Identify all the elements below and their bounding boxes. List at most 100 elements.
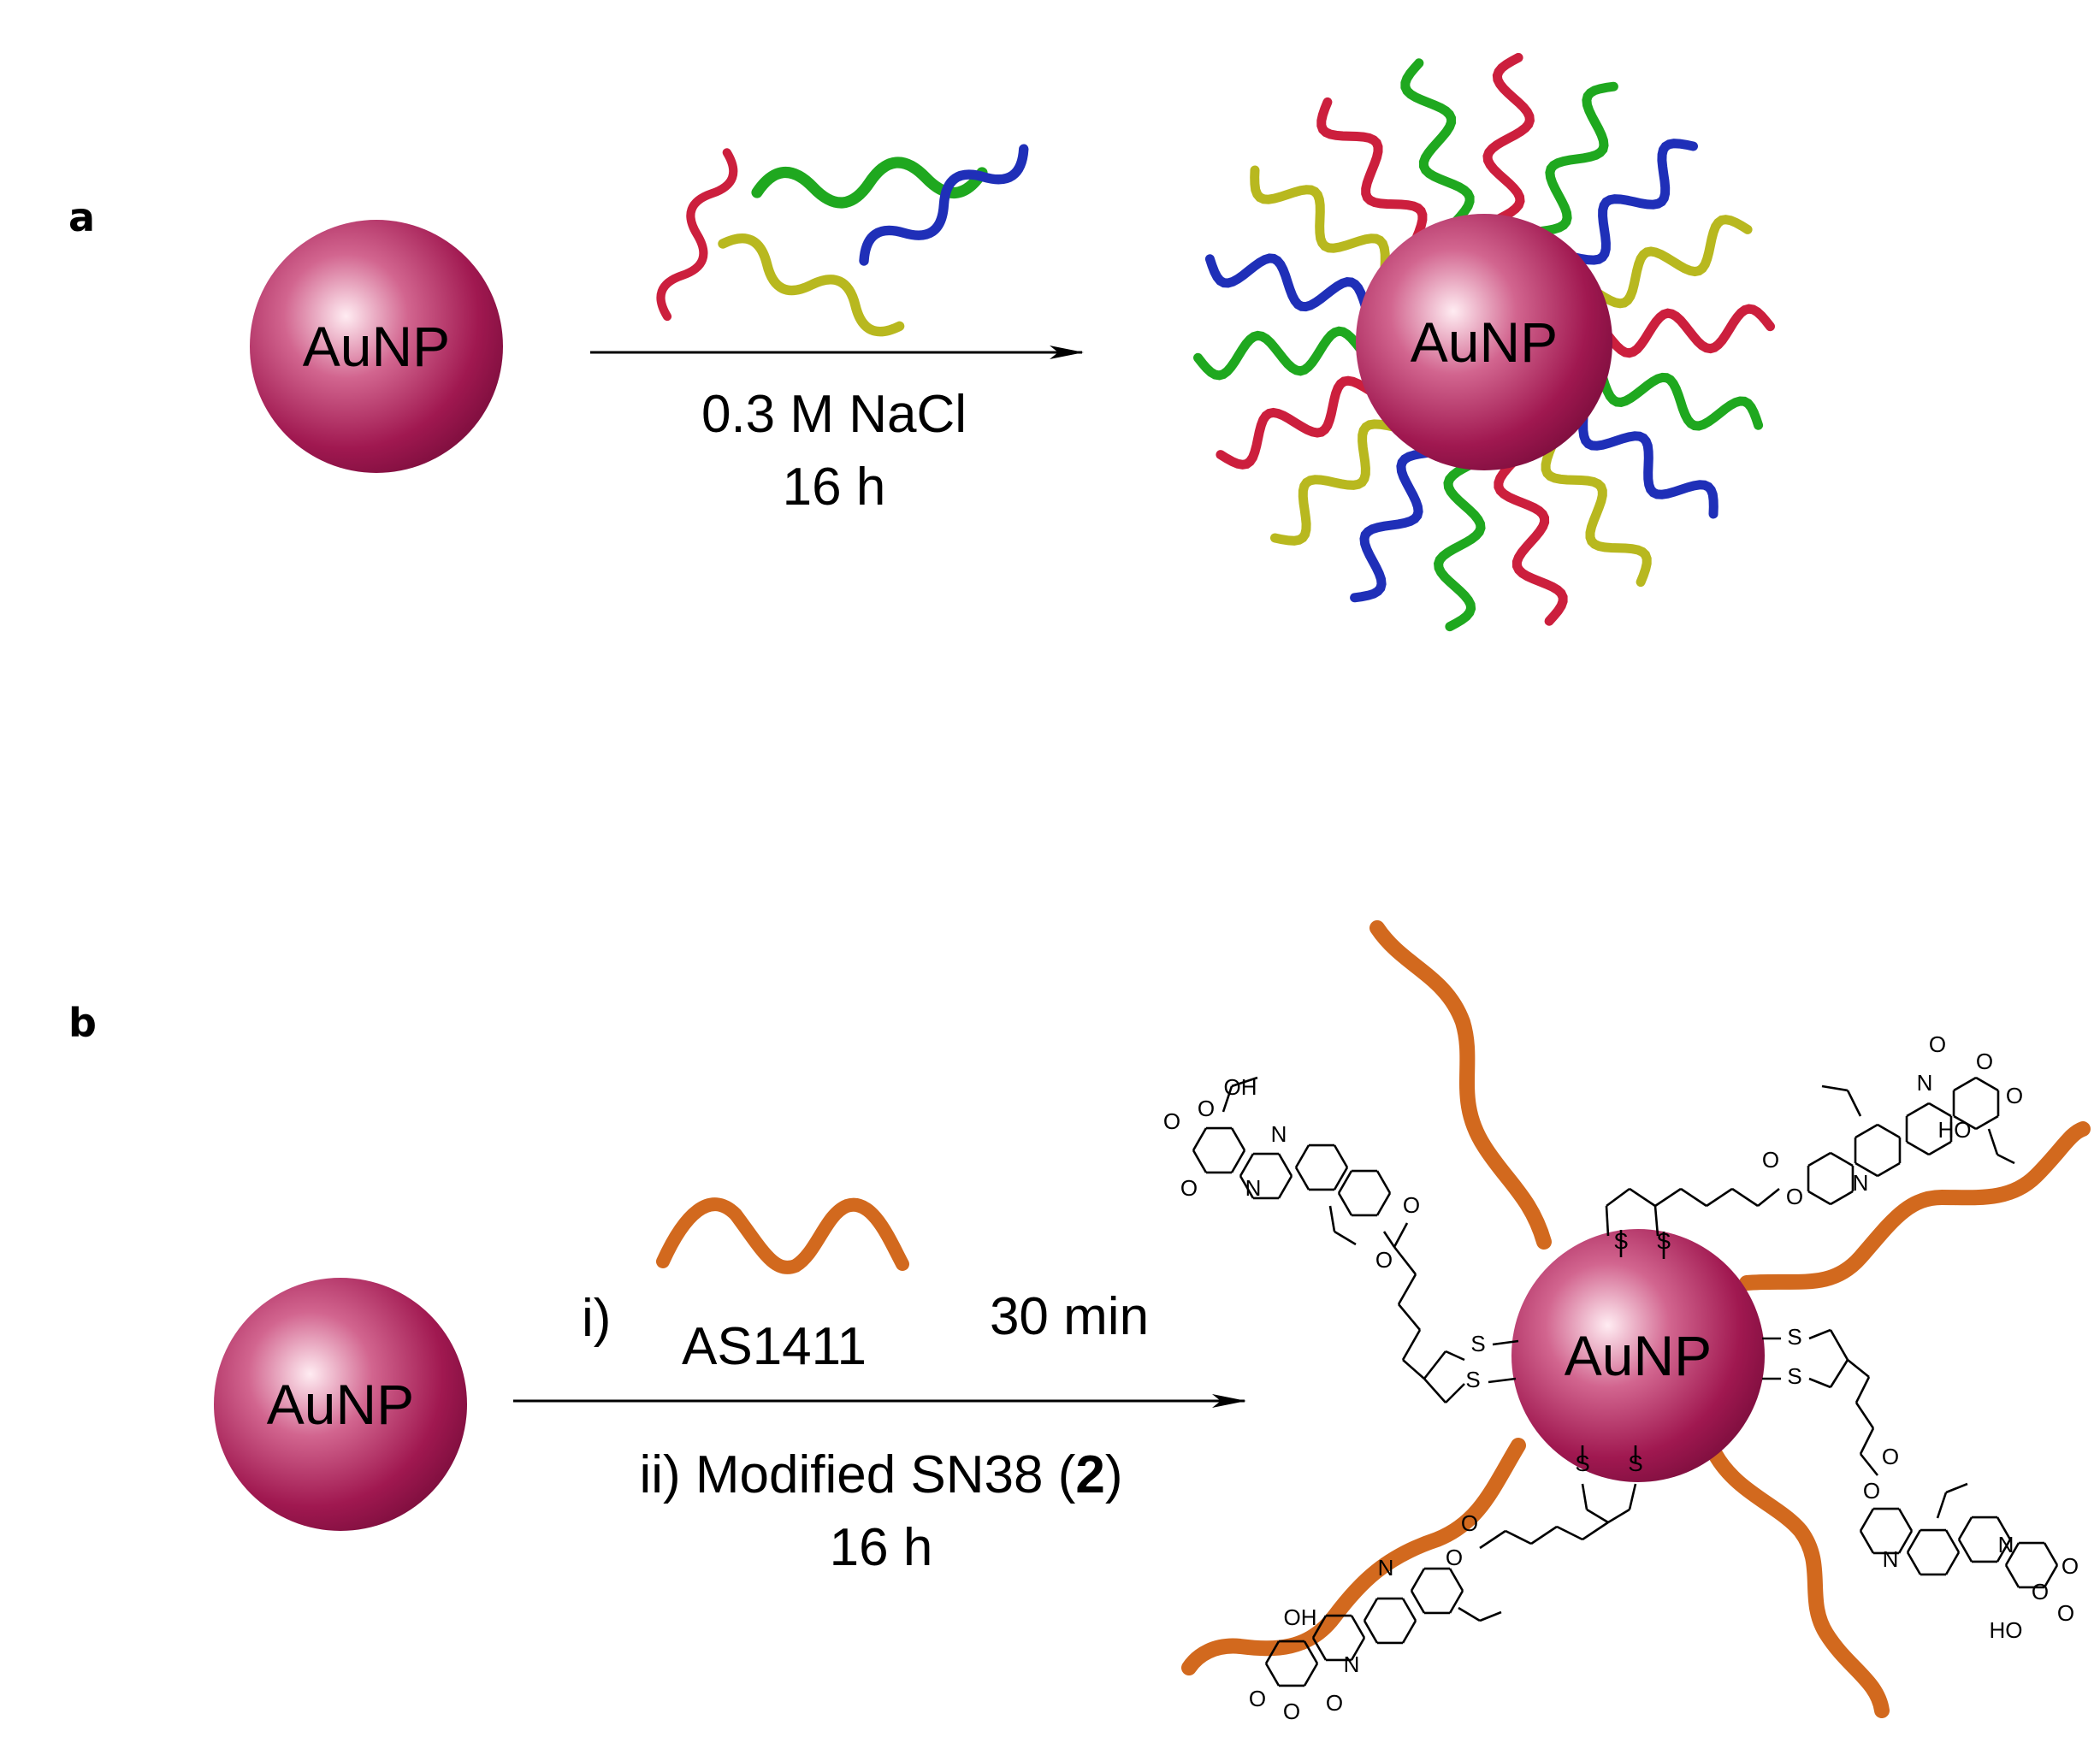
chemical-bond xyxy=(1448,1590,1464,1614)
atom-label: O xyxy=(1863,1478,1880,1504)
chemical-bond xyxy=(1393,1222,1409,1248)
chemical-bond xyxy=(1957,1539,1973,1563)
atom-label: O xyxy=(1403,1192,1420,1218)
atom-label: O xyxy=(1249,1686,1266,1711)
chemical-bond xyxy=(1936,1492,1948,1519)
strand-yellow-free xyxy=(716,230,906,340)
aptamer-strand-bottom-left xyxy=(1181,1438,1526,1675)
chemical-bond xyxy=(1277,1153,1293,1177)
dna-strand-attached xyxy=(1434,460,1486,632)
chemical-bond xyxy=(1222,1085,1233,1113)
chemical-bond xyxy=(1192,1127,1208,1151)
chemical-bond xyxy=(1877,1161,1901,1178)
chemical-bond xyxy=(1586,1508,1609,1524)
atom-label: O xyxy=(2032,1579,2049,1604)
gold-nanoparticle-sphere-product-b xyxy=(1511,1229,1765,1482)
dna-strand-attached xyxy=(1316,97,1428,244)
chemical-bond xyxy=(1628,1483,1637,1510)
chemical-bond xyxy=(1829,1329,1849,1361)
atom-label: N xyxy=(1245,1175,1262,1201)
chemical-bond xyxy=(1192,1149,1208,1173)
chemical-bond xyxy=(1530,1525,1558,1545)
dna-strand-attached xyxy=(1270,419,1399,546)
chemical-bond xyxy=(1556,1525,1583,1541)
chemical-bond xyxy=(1846,1090,1862,1117)
chemical-bond xyxy=(1492,1339,1519,1346)
chemical-bond xyxy=(1375,1170,1392,1194)
atom-label: S xyxy=(1465,1367,1480,1392)
chemical-bond xyxy=(1423,1350,1447,1380)
chemical-bond xyxy=(1928,1102,1952,1118)
chemical-bond xyxy=(2004,1564,2020,1588)
atom-label: HO xyxy=(1990,1617,2023,1643)
chemical-bond xyxy=(1654,1187,1682,1208)
chemical-bond xyxy=(1350,1615,1366,1639)
dna-strand-attached xyxy=(1593,215,1753,309)
chemical-bond xyxy=(1402,1359,1425,1380)
chemical-bond xyxy=(1928,1140,1952,1156)
chemical-bond xyxy=(1830,1190,1854,1206)
chemical-bond xyxy=(1897,1508,1914,1532)
chemical-bond xyxy=(1855,1376,1871,1403)
aptamer-strand-bottom-right xyxy=(1707,1446,1890,1718)
chemical-bond xyxy=(1807,1190,1831,1206)
chemical-bond xyxy=(1829,1359,1849,1388)
product-aptamers xyxy=(1181,920,2091,1718)
product-dna-nanoparticle xyxy=(1193,52,1775,632)
chemical-bond xyxy=(1448,1568,1464,1592)
chemical-bond xyxy=(1239,1175,1255,1199)
chemical-bond xyxy=(1855,1123,1878,1139)
panel-a: a AuNP 0.3 M NaCl 16 h AuNP xyxy=(68,52,1775,632)
atom-label: O xyxy=(1929,1031,1946,1057)
atom-label: S xyxy=(1787,1363,1801,1389)
free-dna-strands-a xyxy=(654,137,1032,340)
aptamer-strand-right xyxy=(1739,1121,2091,1291)
chemical-bond xyxy=(1581,1483,1588,1510)
chemical-bond xyxy=(1410,1568,1426,1592)
chemical-bond xyxy=(1398,1303,1421,1331)
dna-strand-attached xyxy=(1400,58,1475,227)
chemical-bond xyxy=(1239,1153,1255,1177)
strand-blue-free xyxy=(855,137,1032,274)
dna-strand-attached xyxy=(1193,326,1365,381)
chemical-bond xyxy=(1337,1170,1353,1194)
step1-prefix: i) xyxy=(582,1289,611,1348)
chemical-bond xyxy=(1311,1615,1328,1639)
atom-label: O xyxy=(1283,1699,1300,1724)
chemical-bond xyxy=(1859,1427,1875,1455)
atom-label: N xyxy=(1917,1070,1933,1096)
chemical-bond xyxy=(1479,1610,1502,1622)
atom-label: O xyxy=(1163,1108,1180,1134)
atom-label: S xyxy=(1628,1451,1642,1476)
chemical-bond xyxy=(1855,1161,1878,1178)
chemical-bond xyxy=(1859,1508,1875,1532)
chemical-bond xyxy=(1382,1231,1396,1248)
chemical-bond xyxy=(1877,1123,1901,1139)
panel-b-label: b xyxy=(68,1000,97,1046)
chemical-bond xyxy=(1333,1167,1349,1191)
chemical-bond xyxy=(1401,1329,1422,1361)
chemical-bond xyxy=(1311,1637,1328,1661)
chemical-bond xyxy=(1337,1192,1353,1216)
chemical-bond xyxy=(1731,1187,1759,1208)
atom-label: N xyxy=(1998,1532,2014,1557)
chemical-bond xyxy=(1231,1076,1258,1088)
chemical-bond xyxy=(1606,1187,1630,1208)
chemical-bond xyxy=(1897,1530,1914,1554)
atom-label: S xyxy=(1470,1331,1485,1356)
atom-label: N xyxy=(1344,1652,1360,1677)
chemical-bond xyxy=(1953,1076,1977,1092)
dna-strand-attached xyxy=(1570,139,1698,265)
atom-label: O xyxy=(1461,1510,1478,1536)
atom-label: S xyxy=(1575,1451,1589,1476)
step2-text: ii) Modified SN38 (2) xyxy=(639,1445,1122,1504)
dna-strand-attached xyxy=(1598,372,1764,431)
reactant-nanoparticle-a: AuNP xyxy=(250,220,503,473)
chemical-bond xyxy=(1445,1350,1465,1362)
chemical-bond xyxy=(1488,1377,1517,1384)
step2-compound: 2 xyxy=(1075,1445,1104,1504)
condition-salt: 0.3 M NaCl xyxy=(701,385,967,444)
chemical-bond xyxy=(1996,1539,2012,1563)
chemical-bond xyxy=(1987,1128,1999,1155)
